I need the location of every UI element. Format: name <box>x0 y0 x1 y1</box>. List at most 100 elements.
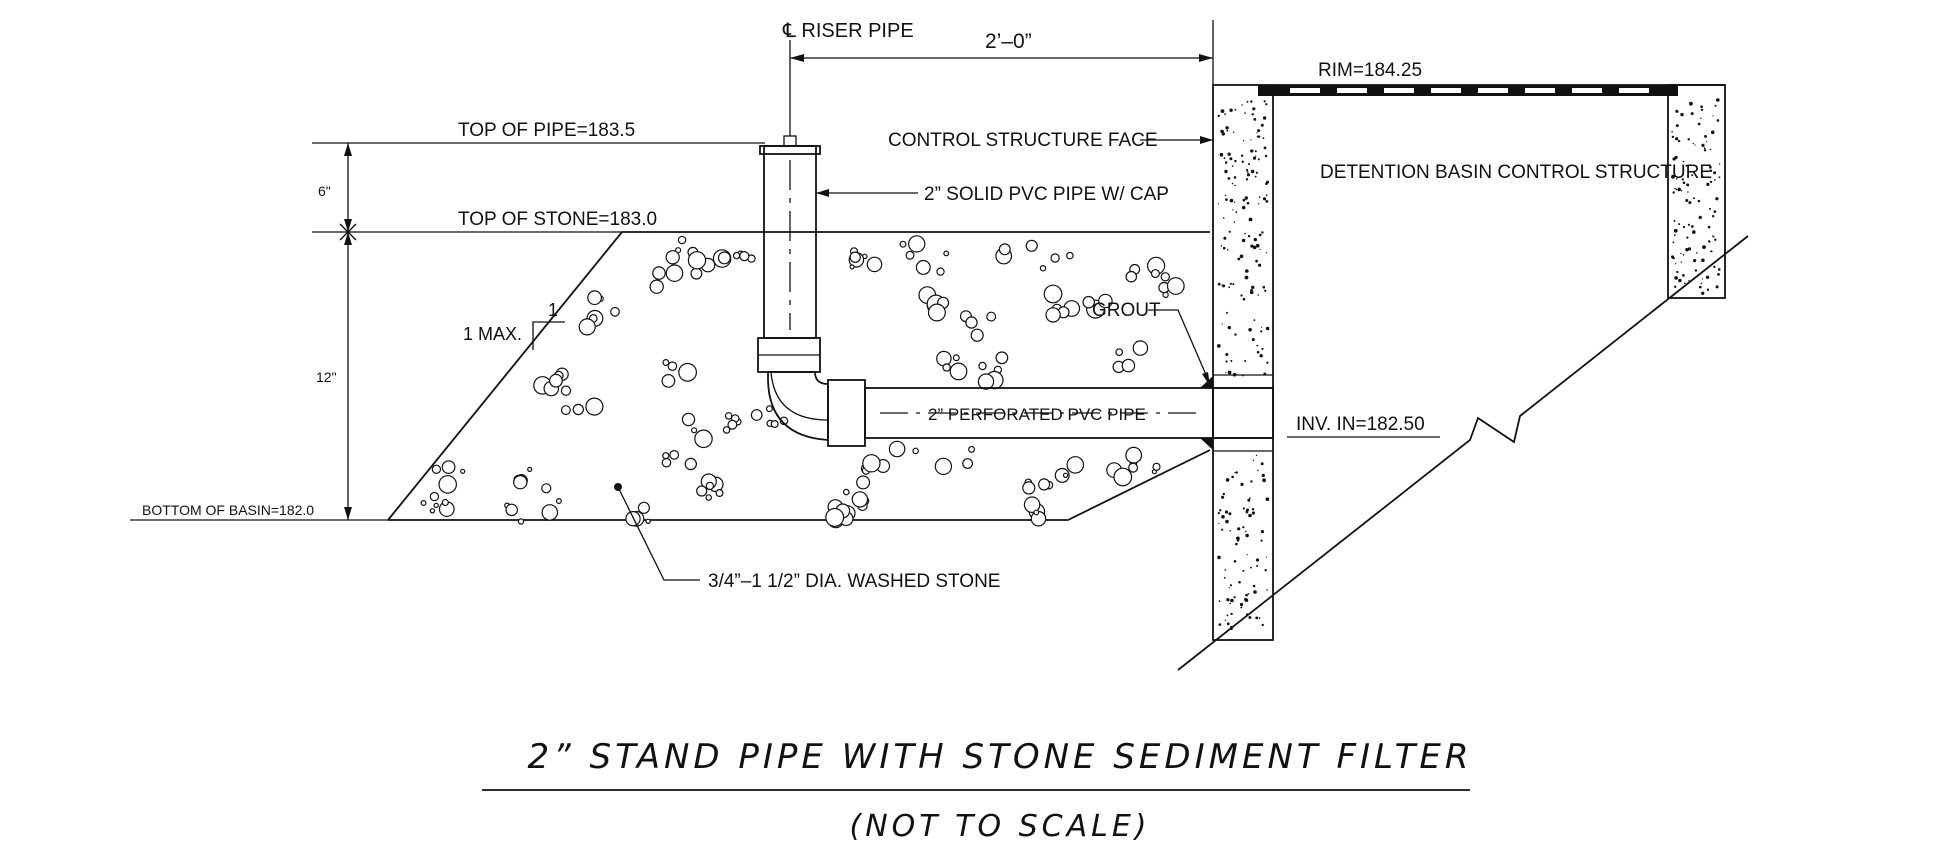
concrete-aggregate-dot <box>1224 113 1226 116</box>
concrete-aggregate-dot <box>1245 530 1247 533</box>
concrete-aggregate-dot <box>1686 183 1690 187</box>
concrete-aggregate-dot <box>1247 235 1251 238</box>
concrete-aggregate-dot <box>1250 480 1253 483</box>
concrete-aggregate-dot <box>1246 100 1249 103</box>
stone <box>433 502 439 509</box>
concrete-hatch <box>1217 98 1721 631</box>
concrete-aggregate-dot <box>1693 259 1697 263</box>
stone <box>505 503 518 517</box>
stone <box>1039 265 1047 272</box>
concrete-aggregate-dot <box>1712 115 1714 117</box>
concrete-aggregate-dot <box>1264 569 1267 572</box>
stone <box>1062 472 1069 478</box>
concrete-aggregate-dot <box>1266 361 1269 364</box>
concrete-aggregate-dot <box>1696 252 1698 254</box>
concrete-aggregate-dot <box>1712 215 1715 218</box>
stone <box>705 494 713 501</box>
concrete-aggregate-dot <box>1250 566 1252 569</box>
concrete-aggregate-dot <box>1252 245 1257 250</box>
concrete-aggregate-dot <box>1227 370 1232 375</box>
concrete-aggregate-dot <box>1260 539 1263 542</box>
concrete-aggregate-dot <box>1672 241 1675 244</box>
stone <box>1022 481 1036 495</box>
stone <box>862 454 881 473</box>
annotations: ℄ RISER PIPE 2’–0” RIM=184.25 TOP OF PIP… <box>142 20 1712 592</box>
concrete-aggregate-dot <box>1692 230 1696 234</box>
stone <box>560 405 571 416</box>
concrete-aggregate-dot <box>1671 255 1674 259</box>
stone <box>1066 251 1074 260</box>
stone <box>1054 467 1070 483</box>
stone <box>978 361 987 371</box>
concrete-aggregate-dot <box>1685 164 1688 167</box>
concrete-aggregate-dot <box>1244 360 1247 362</box>
concrete-aggregate-dot <box>1717 273 1720 276</box>
dimensions <box>130 20 1440 581</box>
stone <box>722 426 731 434</box>
concrete-aggregate-dot <box>1248 513 1252 518</box>
detention-structure-label: DETENTION BASIN CONTROL STRUCTURE <box>1320 162 1712 183</box>
concrete-aggregate-dot <box>1687 247 1692 251</box>
concrete-aggregate-dot <box>1674 187 1676 190</box>
concrete-aggregate-dot <box>1700 282 1703 285</box>
concrete-aggregate-dot <box>1700 108 1704 112</box>
concrete-aggregate-dot <box>1687 191 1689 193</box>
concrete-aggregate-dot <box>1226 622 1230 626</box>
bottom-basin-label: BOTTOM OF BASIN=182.0 <box>142 502 314 518</box>
concrete-aggregate-dot <box>1258 203 1260 205</box>
concrete-aggregate-dot <box>1253 319 1256 321</box>
concrete-aggregate-dot <box>1224 194 1227 197</box>
concrete-aggregate-dot <box>1258 196 1261 198</box>
concrete-aggregate-dot <box>1244 597 1248 602</box>
perforated-pvc-label: 2” PERFORATED PVC PIPE <box>928 405 1146 424</box>
stone <box>687 251 707 270</box>
concrete-aggregate-dot <box>1264 289 1267 292</box>
washed-stone-label: 3/4”–1 1/2” DIA. WASHED STONE <box>708 571 1000 592</box>
concrete-aggregate-dot <box>1220 245 1223 247</box>
concrete-aggregate-dot <box>1217 282 1221 286</box>
stone <box>943 250 950 257</box>
concrete-aggregate-dot <box>1242 297 1246 301</box>
stone <box>927 303 946 322</box>
concrete-aggregate-dot <box>1687 138 1690 141</box>
concrete-aggregate-dot <box>1714 179 1716 181</box>
concrete-aggregate-dot <box>1262 197 1267 201</box>
stone <box>849 251 861 263</box>
concrete-aggregate-dot <box>1258 233 1262 237</box>
stone <box>513 475 528 490</box>
concrete-aggregate-dot <box>1251 113 1254 116</box>
concrete-aggregate-dot <box>1709 180 1713 184</box>
concrete-aggregate-dot <box>1702 245 1706 250</box>
stone <box>765 405 773 413</box>
concrete-aggregate-dot <box>1714 238 1717 241</box>
stone <box>517 518 525 525</box>
concrete-aggregate-dot <box>1224 169 1228 174</box>
concrete-aggregate-dot <box>1225 161 1228 164</box>
concrete-aggregate-dot <box>1226 614 1229 617</box>
concrete-aggregate-dot <box>1713 236 1715 238</box>
stone <box>856 475 871 490</box>
concrete-aggregate-dot <box>1244 275 1249 280</box>
stone <box>669 450 680 460</box>
stone <box>1128 462 1139 473</box>
concrete-aggregate-dot <box>1247 593 1250 595</box>
dim-2ft-label: 2’–0” <box>985 30 1032 53</box>
stone <box>690 427 698 434</box>
concrete-aggregate-dot <box>1245 269 1249 273</box>
concrete-aggregate-dot <box>1259 248 1261 250</box>
concrete-aggregate-dot <box>1255 558 1260 562</box>
concrete-aggregate-dot <box>1260 530 1264 534</box>
concrete-aggregate-dot <box>1265 556 1268 558</box>
concrete-aggregate-dot <box>1249 290 1254 295</box>
concrete-aggregate-dot <box>1247 498 1251 502</box>
drawing-subtitle: (NOT TO SCALE) <box>850 809 1151 844</box>
concrete-aggregate-dot <box>1711 235 1714 237</box>
concrete-aggregate-dot <box>1675 188 1678 191</box>
pipe-elbow <box>767 371 829 441</box>
concrete-aggregate-dot <box>1259 354 1263 358</box>
concrete-aggregate-dot <box>1240 482 1244 486</box>
concrete-aggregate-dot <box>1701 278 1703 280</box>
stone <box>770 420 779 429</box>
stone <box>1025 239 1038 252</box>
concrete-aggregate-dot <box>1694 144 1696 146</box>
